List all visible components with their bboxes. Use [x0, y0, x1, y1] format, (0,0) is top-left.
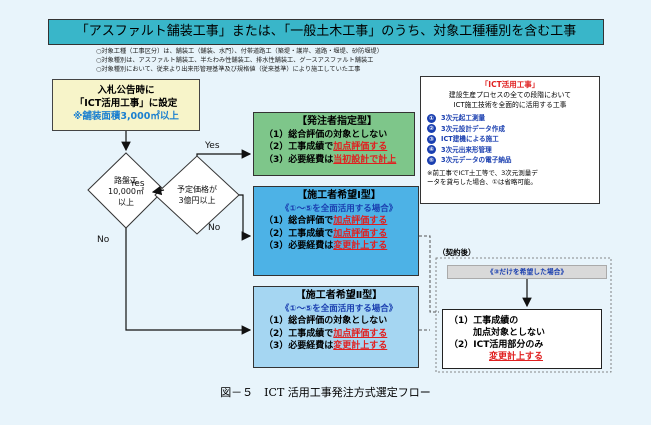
figure-caption: 図－５ ICT 活用工事発注方式選定フロー — [220, 386, 431, 399]
yes-label-2: Yes — [205, 141, 220, 151]
decision-2-text: 予定価格が 3億円以上 — [163, 184, 231, 206]
box1-line-1: （1）総合評価の対象としない — [264, 129, 388, 140]
box1-line-2: （2）工事成績で加点評価する — [264, 142, 388, 152]
step-number-icon: ③ — [427, 134, 436, 144]
contract-frame — [435, 257, 612, 373]
ict-desc-1: 建設生産プロセスの全ての段階において — [448, 91, 572, 99]
ict-title: 「ICT活用工事」 — [480, 80, 540, 89]
note-line: ○対象種別において、従来より出来形管理基準及び規格値（従来基準）により施工してい… — [96, 65, 361, 73]
ict-note: ※前工事でICT土工等で、3次元測量デ ータを貸与した場合、①は省略可能。 — [427, 168, 538, 186]
box1-title: 【発注者指定型】 — [297, 116, 377, 127]
box3-line-1: （1）総合評価の対象としない — [264, 316, 388, 326]
result-line-1b: 加点対象としない — [473, 328, 546, 338]
box2-sub: 《①～⑤を全面活用する場合》 — [280, 203, 398, 214]
ict-definition-box: 「ICT活用工事」 建設生産プロセスの全ての段階において ICT施工技術を全面的… — [420, 76, 600, 204]
step-number-icon: ② — [427, 124, 436, 134]
box2-line-2: （2）工事成績で加点評価する — [264, 228, 388, 239]
result-box: （1）工事成績の 加点対象としない （2）ICT活用部分のみ 変更計上する — [442, 309, 602, 369]
box3-line-2: （2）工事成績で加点評価する — [264, 328, 388, 339]
d1-line-1: 路盤工 — [114, 176, 138, 185]
box2-title: 【施工者希望Ⅰ型】 — [297, 190, 381, 201]
d1-line-3: 以上 — [118, 198, 134, 207]
result-line-3: 変更計上する — [489, 352, 544, 362]
box3-sub: 《①～⑤を全面活用する場合》 — [280, 303, 398, 314]
d1-line-2: 10,000㎡ — [108, 187, 144, 196]
after-contract-label: （契約後） — [438, 248, 476, 257]
no-label-1: No — [97, 235, 110, 245]
no-label-2: No — [208, 223, 221, 233]
only-step3-box: 《③だけを希望した場合》 — [447, 265, 607, 279]
box-orderer-specified: 【発注者指定型】 （1）総合評価の対象としない （2）工事成績で加点評価する （… — [253, 112, 415, 176]
step-number-icon: ① — [427, 113, 436, 123]
ict-desc-2: ICT施工技術を全面的に活用する工事 — [453, 101, 567, 109]
box-contractor-type-2: 【施工者希望Ⅱ型】 《①～⑤を全面活用する場合》 （1）総合評価の対象としない … — [253, 286, 419, 368]
start-line-1: 入札公告時に — [97, 85, 155, 96]
target-notes: ○対象工種（工事区分）は、舗装工（舗装、水門）、付帯道路工（築堤・護岸、道路・堰… — [96, 48, 506, 74]
line-d2-yes — [196, 149, 252, 159]
box2-line-3: （3）必要経費は変更計上する — [264, 241, 388, 251]
d2-line-1: 予定価格が — [177, 185, 217, 194]
line-d1-yes — [151, 185, 165, 196]
yes-label-1: Yes — [130, 179, 145, 189]
line-d1-no — [125, 228, 252, 335]
start-box: 入札公告時に 「ICT活用工事」に設定 ※舗装面積3,000㎡以上 — [52, 79, 200, 131]
step-number-icon: ⑤ — [427, 155, 436, 165]
page-title: 「アスファルト舗装工事」または、「一般土木工事」のうち、対象工種種別を含む工事 — [48, 19, 604, 45]
note-line: ○対象種別は、アスファルト舗装工、半たわみ性舗装工、排水性舗装工、グースアスファ… — [96, 56, 374, 64]
note-line: ○対象工種（工事区分）は、舗装工（舗装、水門）、付帯道路工（築堤・護岸、道路・堰… — [96, 48, 383, 55]
line-box2-dashed — [419, 235, 439, 313]
box1-line-3: （3）必要経費は当初設計で計上 — [264, 154, 397, 165]
step-number-icon: ④ — [427, 145, 436, 155]
d2-line-2: 3億円以上 — [178, 196, 216, 205]
decision-1-text: 路盤工 10,000㎡ 以上 — [94, 175, 158, 208]
box3-line-3: （3）必要経費は変更計上する — [264, 341, 388, 351]
box-contractor-type-1: 【施工者希望Ⅰ型】 《①～⑤を全面活用する場合》 （1）総合評価で加点評価する … — [253, 186, 419, 276]
box2-line-1: （1）総合評価で加点評価する — [264, 216, 388, 226]
result-line-1: （1）工事成績の — [449, 316, 519, 326]
line-d2-no — [239, 194, 252, 241]
result-line-2: （2）ICT活用部分のみ — [449, 340, 544, 350]
start-line-2: 「ICT活用工事」に設定 — [74, 98, 178, 109]
box3-title: 【施工者希望Ⅱ型】 — [295, 290, 383, 301]
start-line-3: ※舗装面積3,000㎡以上 — [73, 111, 179, 122]
